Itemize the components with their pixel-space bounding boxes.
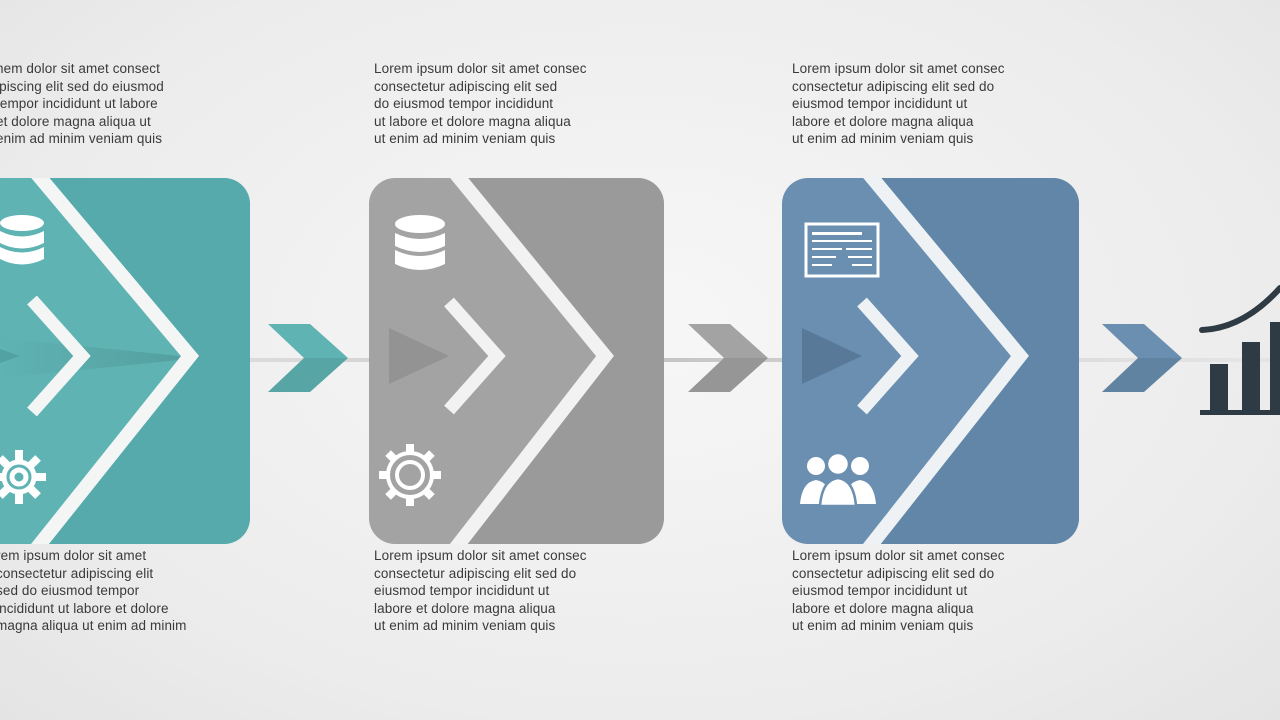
step-1-bottom-line-3: sed do eiusmod tempor <box>0 583 140 599</box>
step-2-bottom-line-2: consectetur adipiscing elit sed do <box>374 565 577 581</box>
step-3-top-text: Lorem ipsum dolor sit amet consec consec… <box>792 60 1054 148</box>
step-2-top-line-2: consectetur adipiscing elit sed <box>374 78 558 94</box>
step-1-card <box>0 178 250 544</box>
step-2-bottom-text: Lorem ipsum dolor sit amet consec consec… <box>374 547 636 635</box>
step-2-card <box>369 178 664 544</box>
step-3-chevron-decoration <box>802 178 1079 544</box>
flow-arrow-2 <box>688 324 768 392</box>
step-1-top-line-5: enim ad minim veniam quis <box>0 131 163 147</box>
gear-icon <box>379 444 441 506</box>
team-users-icon <box>800 451 876 508</box>
step-2-bottom-line-4: labore et dolore magna aliqua <box>374 600 556 616</box>
step-2-bottom-line-5: ut enim ad minim veniam quis <box>374 618 556 634</box>
step-2-top-line-5: ut enim ad minim veniam quis <box>374 131 556 147</box>
step-3-bottom-line-3: eiusmod tempor incididunt ut <box>792 583 968 599</box>
step-3-top-line-4: labore et dolore magna aliqua <box>792 113 974 129</box>
flow-arrow-1 <box>268 324 348 392</box>
step-2-chevron-decoration <box>389 178 664 544</box>
step-3-top-line-1: Lorem ipsum dolor sit amet consec <box>792 61 1005 76</box>
step-1-top-line-3: tempor incididunt ut labore <box>0 96 158 112</box>
step-3-bottom-line-2: consectetur adipiscing elit sed do <box>792 565 995 581</box>
step-3-bottom-line-4: labore et dolore magna aliqua <box>792 600 974 616</box>
step-3-bottom-text: Lorem ipsum dolor sit amet consec consec… <box>792 547 1054 635</box>
step-3-top-line-2: consectetur adipiscing elit sed do <box>792 78 995 94</box>
growth-chart-icon <box>1199 285 1280 415</box>
step-1-top-line-1: nem dolor sit amet consect <box>0 61 160 76</box>
step-1-bottom-line-1: rem ipsum dolor sit amet <box>0 548 147 563</box>
step-3-bottom-line-5: ut enim ad minim veniam quis <box>792 618 974 634</box>
step-2-top-line-3: do eiusmod tempor incididunt <box>374 96 554 112</box>
step-3-top-line-5: ut enim ad minim veniam quis <box>792 131 974 147</box>
database-icon <box>395 215 445 270</box>
step-3-top-line-3: eiusmod tempor incididunt ut <box>792 96 968 112</box>
step-1-bottom-line-5: magna aliqua ut enim ad minim <box>0 618 187 634</box>
step-1-bottom-line-4: incididunt ut labore et dolore <box>0 600 169 616</box>
step-1-top-text: nem dolor sit amet consect ipiscing elit… <box>0 60 258 148</box>
gear-icon <box>0 450 46 504</box>
step-1-bottom-text: rem ipsum dolor sit amet consectetur adi… <box>0 547 258 635</box>
step-2-bottom-line-3: eiusmod tempor incididunt ut <box>374 583 550 599</box>
step-3-bottom-line-1: Lorem ipsum dolor sit amet consec <box>792 548 1005 563</box>
flow-arrow-3 <box>1102 324 1182 392</box>
step-1-bottom-line-2: consectetur adipiscing elit <box>0 565 154 581</box>
step-2-bottom-line-1: Lorem ipsum dolor sit amet consec <box>374 548 587 563</box>
presentation-board-icon <box>804 222 880 278</box>
database-icon <box>0 215 44 265</box>
step-2-top-line-4: ut labore et dolore magna aliqua <box>374 113 571 129</box>
step-3-card <box>782 178 1079 544</box>
step-1-top-line-4: et dolore magna aliqua ut <box>0 113 151 129</box>
step-2-top-line-1: Lorem ipsum dolor sit amet consec <box>374 61 587 76</box>
step-1-top-line-2: ipiscing elit sed do eiusmod <box>0 78 164 94</box>
step-2-top-text: Lorem ipsum dolor sit amet consec consec… <box>374 60 636 148</box>
step-1-chevron-decoration <box>0 178 250 544</box>
